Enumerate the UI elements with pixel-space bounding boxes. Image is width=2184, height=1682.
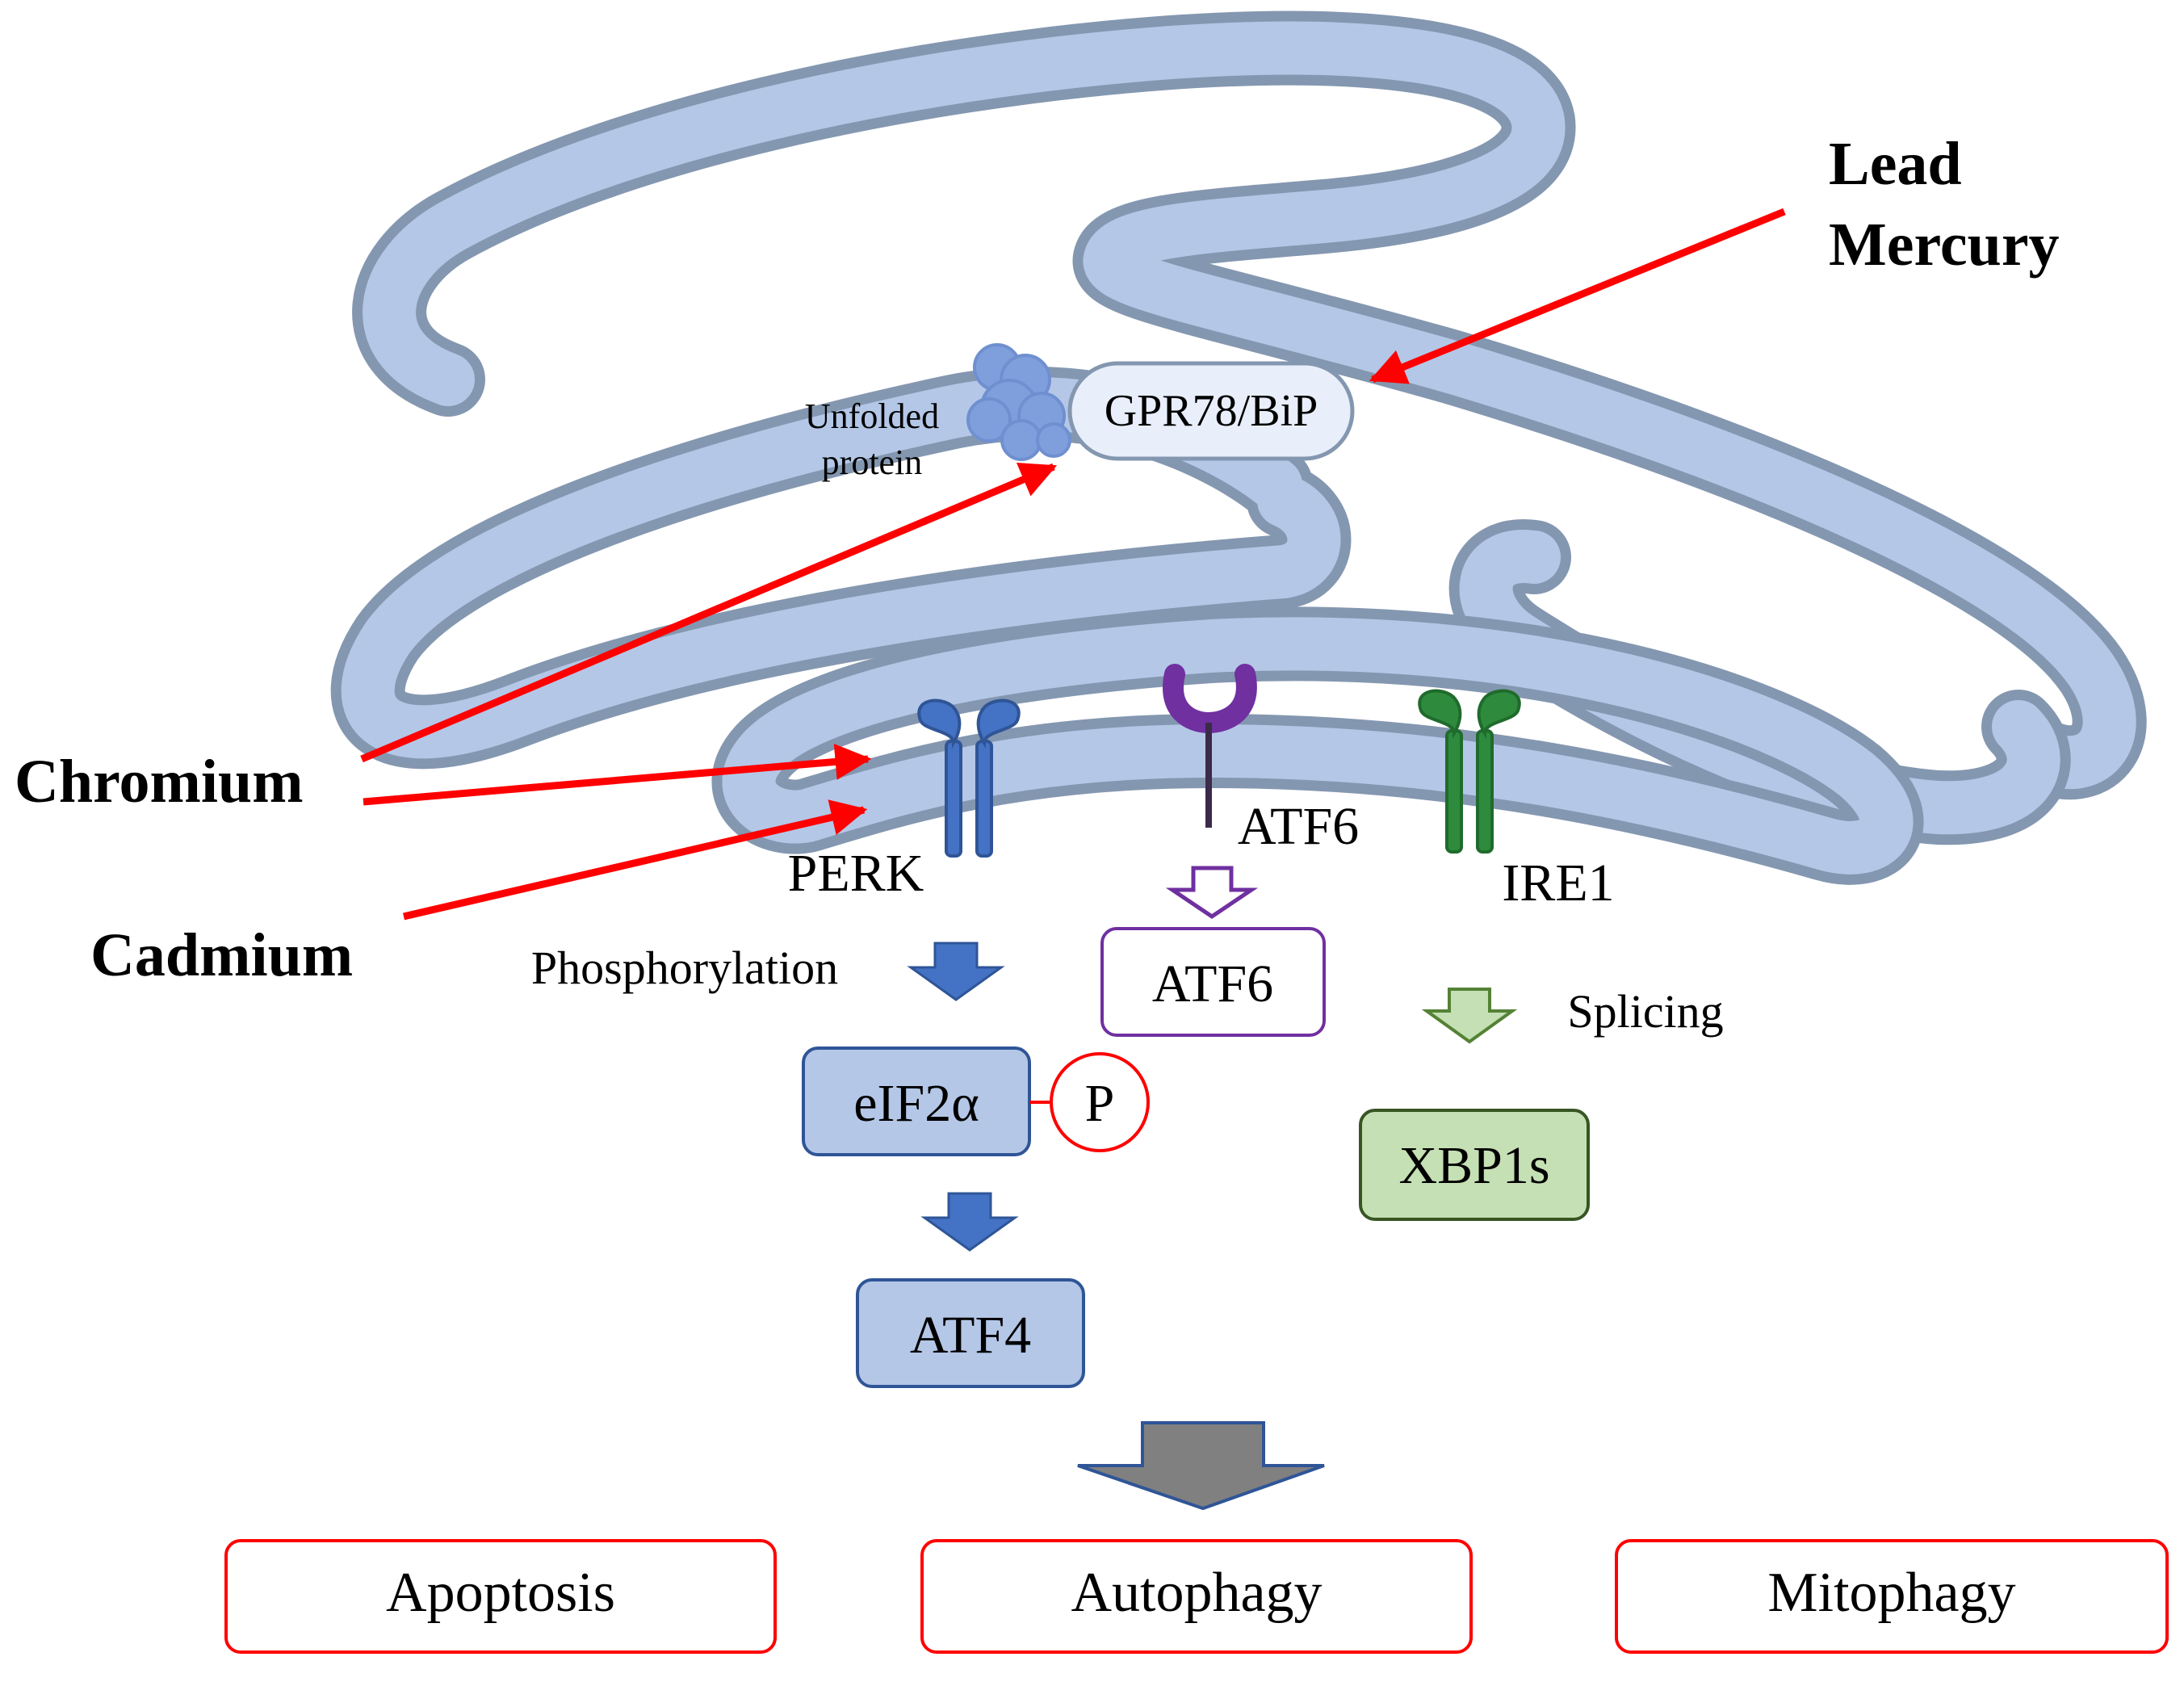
atf6-receptor-icon <box>1163 664 1257 828</box>
outcome-label-mitophagy: Mitophagy <box>1767 1562 2015 1624</box>
atf4-box <box>856 1278 1085 1388</box>
lead-mercury-arrow <box>1369 208 1786 384</box>
outcome-box-mitophagy <box>1615 1539 2169 1654</box>
atf4-label: ATF4 <box>910 1306 1031 1365</box>
phospho-circle <box>1050 1052 1150 1152</box>
unfolded-protein-label-1: Unfolded <box>805 396 939 436</box>
chaperone-label: GPR78/BiP <box>1105 386 1318 436</box>
eif2a-label: eIF2α <box>853 1074 979 1133</box>
er-membrane <box>330 10 2147 885</box>
phosphorylation-label: Phosphorylation <box>531 942 838 994</box>
metal-mercury: Mercury <box>1829 211 2060 279</box>
ire1-receptor-icon <box>1418 689 1521 854</box>
phospho-label: P <box>1085 1074 1115 1133</box>
chromium-to-protein-arrow <box>360 463 1058 763</box>
outcome-label-apoptosis: Apoptosis <box>386 1562 615 1624</box>
perk-receptor-icon <box>917 698 1021 858</box>
perk-down-arrow-1 <box>907 942 1005 1001</box>
ire1-label: IRE1 <box>1502 854 1614 912</box>
chaperone-pill <box>1067 361 1355 461</box>
unfolded-protein-icon <box>966 343 1071 461</box>
metal-chromium: Chromium <box>15 748 304 816</box>
xbp1s-label: XBP1s <box>1398 1136 1549 1195</box>
splicing-label: Splicing <box>1567 985 1723 1038</box>
atf6-active-label: ATF6 <box>1152 954 1273 1013</box>
outcome-arrow <box>1077 1421 1325 1511</box>
perk-down-arrow-2 <box>920 1192 1019 1252</box>
outcome-box-apoptosis <box>224 1539 777 1654</box>
unfolded-protein-label-2: protein <box>822 443 923 482</box>
chromium-to-perk-arrow <box>363 744 872 806</box>
ire1-down-arrow <box>1421 988 1518 1044</box>
cadmium-to-perk-arrow <box>402 799 868 921</box>
outcome-box-autophagy <box>920 1539 1473 1654</box>
metal-lead: Lead <box>1829 130 1962 198</box>
outcome-label-autophagy: Autophagy <box>1071 1562 1322 1624</box>
atf6-down-arrow <box>1165 866 1259 920</box>
metal-arrows <box>360 208 1786 921</box>
xbp1s-box <box>1359 1109 1590 1221</box>
atf6-receptor-label: ATF6 <box>1238 797 1359 856</box>
metal-cadmium: Cadmium <box>90 921 353 989</box>
perk-label: PERK <box>788 844 924 903</box>
atf6-active-box <box>1100 927 1326 1037</box>
